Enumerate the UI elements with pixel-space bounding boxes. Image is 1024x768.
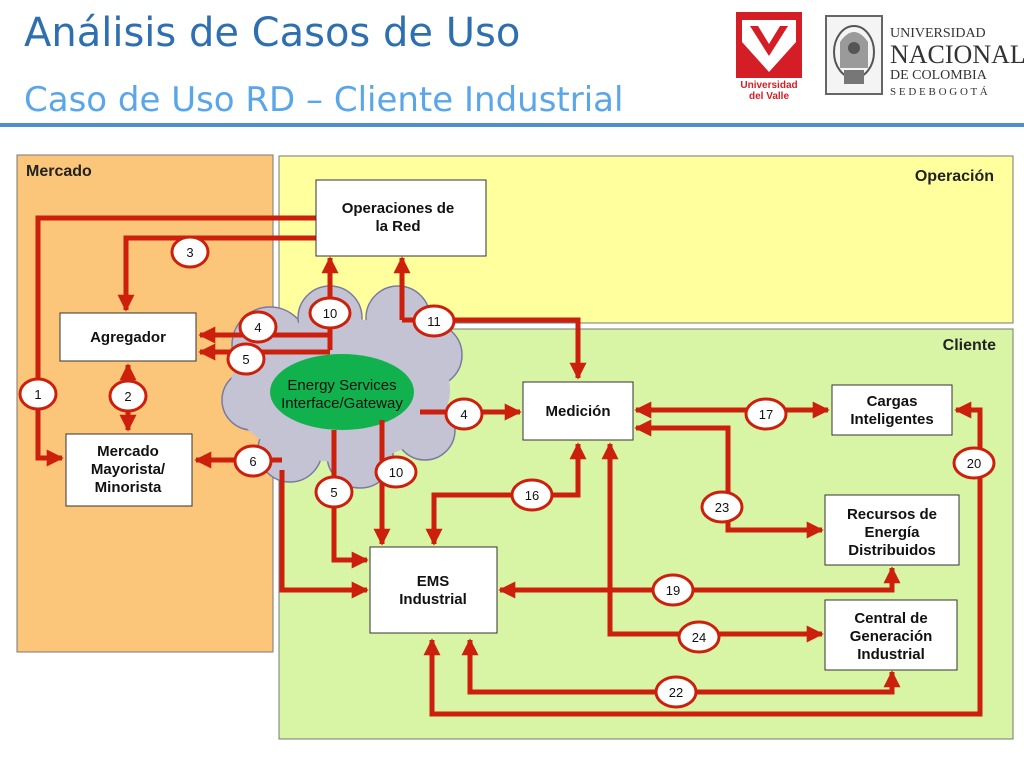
arrow-11b [402, 317, 587, 380]
unal-line1: UNIVERSIDAD [890, 26, 986, 41]
flow-badge-3: 3 [170, 235, 210, 269]
svg-text:Generación: Generación [850, 628, 933, 645]
flow-badge-1: 1 [18, 377, 58, 411]
svg-text:Central de: Central de [854, 610, 927, 627]
flow-badge-23: 23 [700, 490, 744, 524]
flow-badge-4b: 4 [444, 397, 484, 431]
unal-line3: DE COLOMBIA [890, 68, 987, 83]
unal-line2: NACIONAL [890, 40, 1024, 69]
svg-text:la Red: la Red [375, 218, 420, 235]
unal-seal-icon [825, 15, 883, 95]
node-ems-industrial: EMS Industrial [369, 546, 498, 634]
svg-text:Agregador: Agregador [90, 329, 166, 346]
svg-text:Medición: Medición [545, 403, 610, 420]
node-agregador: Agregador [59, 312, 197, 362]
svg-text:Inteligentes: Inteligentes [850, 411, 933, 428]
node-recursos-distribuidos: Recursos de Energía Distribuidos [824, 494, 960, 566]
node-operaciones-red: Operaciones de la Red [315, 179, 487, 257]
gateway-label-line1: Energy Services [287, 377, 396, 394]
page-subtitle: Caso de Uso RD – Cliente Industrial [24, 80, 624, 120]
svg-text:17: 17 [759, 407, 773, 422]
flow-badge-5a: 5 [226, 342, 266, 376]
svg-text:Mercado: Mercado [97, 443, 159, 460]
svg-text:EMS: EMS [417, 573, 450, 590]
arrow-24 [601, 442, 824, 643]
unal-logo: UNIVERSIDAD NACIONAL DE COLOMBIA S E D E… [822, 12, 1024, 102]
univalle-emblem-icon [736, 12, 802, 78]
flow-badge-16: 16 [510, 478, 554, 512]
svg-text:Mayorista/: Mayorista/ [91, 461, 166, 478]
domain-cliente-label: Cliente [943, 337, 996, 354]
flow-badge-20: 20 [952, 446, 996, 480]
svg-text:6: 6 [249, 454, 256, 469]
svg-text:3: 3 [186, 245, 193, 260]
svg-text:5: 5 [330, 485, 337, 500]
flow-badge-6: 6 [233, 444, 273, 478]
flow-badge-17: 17 [744, 397, 788, 431]
arrow-3 [117, 235, 316, 312]
svg-text:22: 22 [669, 685, 683, 700]
flow-badge-24: 24 [677, 620, 721, 654]
domain-mercado-label: Mercado [26, 163, 92, 180]
svg-text:1: 1 [34, 387, 41, 402]
svg-text:10: 10 [389, 465, 403, 480]
svg-text:19: 19 [666, 583, 680, 598]
svg-text:20: 20 [967, 456, 981, 471]
svg-text:4: 4 [254, 320, 261, 335]
svg-text:11: 11 [427, 314, 441, 329]
flow-badge-2: 2 [108, 379, 148, 413]
svg-text:4: 4 [460, 407, 467, 422]
flow-badge-5b: 5 [314, 475, 354, 509]
svg-text:16: 16 [525, 488, 539, 503]
svg-text:23: 23 [715, 500, 729, 515]
svg-text:2: 2 [124, 389, 131, 404]
node-cargas-inteligentes: Cargas Inteligentes [831, 384, 953, 436]
gateway-ellipse [270, 354, 414, 430]
domain-operacion-label: Operación [915, 168, 994, 185]
flow-badge-4a: 4 [238, 310, 278, 344]
flow-badge-19: 19 [651, 573, 695, 607]
arrow-1 [35, 215, 316, 467]
unal-line4: S E D E B O G O T Á [890, 86, 988, 98]
page-title: Análisis de Casos de Uso [24, 10, 521, 56]
flow-badge-10a: 10 [308, 296, 352, 330]
arrow-gw-ems [279, 470, 369, 599]
node-central-generacion: Central de Generación Industrial [824, 599, 958, 671]
node-medicion: Medición [522, 381, 634, 441]
svg-text:24: 24 [692, 630, 706, 645]
flow-badge-10b: 10 [374, 455, 418, 489]
arrow-5b [331, 430, 369, 569]
gateway-label-line2: Interface/Gateway [281, 395, 403, 412]
univalle-wordmark: Universidad del Valle [740, 80, 798, 102]
svg-text:Energía: Energía [864, 524, 920, 541]
svg-text:Distribuidos: Distribuidos [848, 542, 936, 559]
svg-text:Industrial: Industrial [399, 591, 467, 608]
svg-text:Industrial: Industrial [857, 646, 925, 663]
flow-badge-22: 22 [654, 675, 698, 709]
node-mercado-mayorista: Mercado Mayorista/ Minorista [65, 433, 193, 507]
svg-text:Operaciones de: Operaciones de [342, 200, 455, 217]
arrow-20 [423, 401, 983, 717]
svg-text:Minorista: Minorista [95, 479, 162, 496]
svg-text:Recursos de: Recursos de [847, 506, 937, 523]
svg-text:Cargas: Cargas [867, 393, 918, 410]
flow-badge-11: 11 [412, 304, 456, 338]
svg-text:5: 5 [242, 352, 249, 367]
svg-text:10: 10 [323, 306, 337, 321]
univalle-logo: Universidad del Valle [736, 12, 802, 112]
title-divider [0, 123, 1024, 127]
